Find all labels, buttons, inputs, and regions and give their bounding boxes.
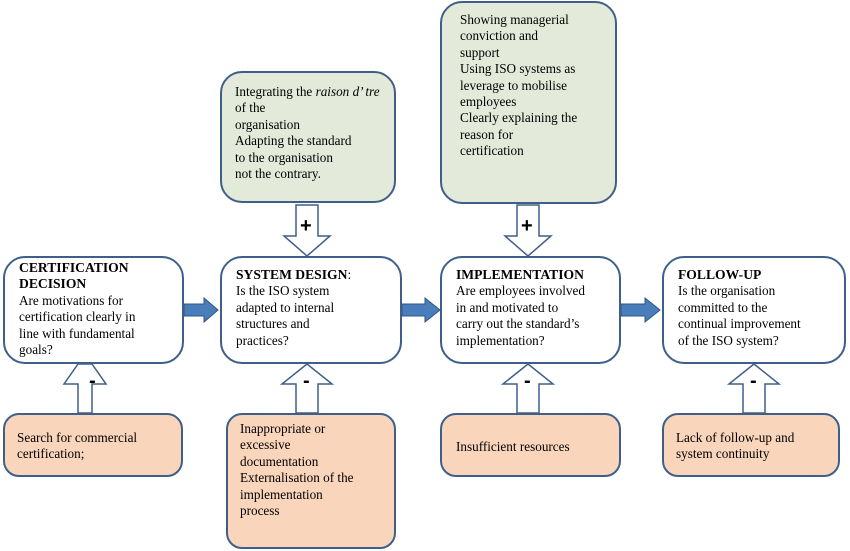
positive-1-line-1a: Integrating the	[235, 84, 316, 99]
negative-factor-box-3: Insufficient resources	[440, 413, 621, 477]
positive-1-line-2: organisation	[235, 116, 300, 132]
positive-2-line-7: Clearly explaining the	[460, 110, 578, 126]
minus-sign-2: -	[303, 370, 310, 392]
minus-sign-1: -	[89, 370, 96, 392]
plus-sign-2: +	[521, 215, 533, 237]
flow-arrow-3	[620, 296, 661, 324]
minus-sign-4: -	[750, 370, 757, 392]
positive-1-line-5: not the contrary.	[235, 166, 321, 182]
negative-2-line-5: implementation	[240, 486, 323, 502]
stage-2-heading-colon: :	[347, 267, 352, 282]
positive-2-line-2: conviction and	[460, 28, 539, 44]
negative-2-line-6: process	[240, 503, 280, 519]
negative-4-line-2: system continuity	[676, 446, 770, 462]
stage-4-body-line-2: committed to the	[678, 299, 768, 315]
negative-3-line-1: Insufficient resources	[456, 439, 570, 454]
stage-box-implementation: IMPLEMENTATION Are employees involved in…	[440, 256, 621, 364]
positive-1-line-4: to the organisation	[235, 149, 333, 165]
negative-arrow-3	[500, 363, 556, 414]
stage-box-certification-decision: CERTIFICATION DECISION Are motivations f…	[3, 256, 184, 364]
minus-sign-3: -	[524, 370, 531, 392]
stage-2-body-line-3: structures and	[236, 316, 310, 332]
positive-2-line-4: Using ISO systems as	[460, 61, 576, 77]
negative-1-line-1: Search for commercial	[17, 430, 138, 445]
stage-box-follow-up: FOLLOW-UP Is the organisation committed …	[662, 256, 846, 364]
negative-1-line-2: certification;	[17, 446, 85, 462]
positive-factor-box-1: Integrating the raison d’ tre of the org…	[220, 71, 396, 203]
stage-4-body-line-1: Is the organisation	[678, 283, 776, 299]
positive-2-line-8: reason for	[460, 126, 514, 142]
negative-arrow-2	[279, 363, 335, 414]
stage-3-body-line-3: carry out the standard’s	[456, 316, 580, 332]
positive-arrow-2	[502, 204, 554, 257]
positive-arrow-1	[281, 204, 333, 257]
negative-arrow-4	[726, 363, 782, 414]
stage-4-heading: FOLLOW-UP	[678, 267, 762, 282]
negative-2-line-1: Inappropriate or	[240, 421, 326, 436]
positive-1-line-1c: of the	[235, 100, 266, 116]
stage-1-body-line-3: line with fundamental	[19, 325, 135, 341]
negative-2-line-3: documentation	[240, 453, 319, 469]
stage-3-heading: IMPLEMENTATION	[456, 267, 584, 282]
plus-sign-1: +	[300, 215, 312, 237]
negative-factor-box-1: Search for commercial certification;	[3, 413, 183, 477]
positive-2-line-5: leverage to mobilise	[460, 77, 567, 93]
stage-1-heading-line-1: CERTIFICATION	[19, 260, 129, 275]
stage-1-body-line-2: certification clearly in	[19, 309, 136, 325]
stage-3-body-line-4: implementation?	[456, 332, 545, 348]
positive-1-line-3: Adapting the standard	[235, 133, 352, 149]
stage-2-body-line-2: adapted to internal	[236, 299, 335, 315]
stage-2-heading: SYSTEM DESIGN	[236, 267, 348, 282]
stage-2-body-line-1: Is the ISO system	[236, 283, 330, 299]
positive-2-line-6: employees	[460, 94, 517, 110]
positive-factor-box-2: Showing managerial conviction and suppor…	[440, 1, 617, 204]
stage-box-system-design: SYSTEM DESIGN: Is the ISO system adapted…	[220, 256, 402, 364]
flow-arrow-1	[183, 296, 219, 324]
negative-arrow-1	[62, 363, 108, 414]
stage-3-body-line-2: in and motivated to	[456, 299, 559, 315]
negative-factor-box-2: Inappropriate or excessive documentation…	[226, 413, 396, 549]
positive-2-line-3: support	[460, 44, 500, 60]
stage-4-body-line-3: continual improvement	[678, 316, 801, 332]
stage-4-body-line-4: of the ISO system?	[678, 332, 779, 348]
stage-1-heading-line-2: DECISION	[19, 276, 87, 292]
negative-2-line-2: excessive	[240, 437, 291, 453]
negative-factor-box-4: Lack of follow-up and system continuity	[662, 413, 840, 477]
stage-2-body-line-4: practices?	[236, 332, 289, 348]
positive-1-italic: raison d’ tre	[315, 84, 380, 99]
negative-4-line-1: Lack of follow-up and	[676, 430, 795, 445]
negative-2-line-4: Externalisation of the	[240, 470, 354, 486]
positive-2-line-9: certification	[460, 143, 524, 159]
stage-1-body-line-1: Are motivations for	[19, 292, 124, 308]
positive-2-line-1: Showing managerial	[460, 12, 569, 27]
stage-1-body-line-4: goals?	[19, 342, 53, 358]
stage-3-body-line-1: Are employees involved	[456, 283, 585, 299]
flow-arrow-2	[401, 296, 441, 324]
